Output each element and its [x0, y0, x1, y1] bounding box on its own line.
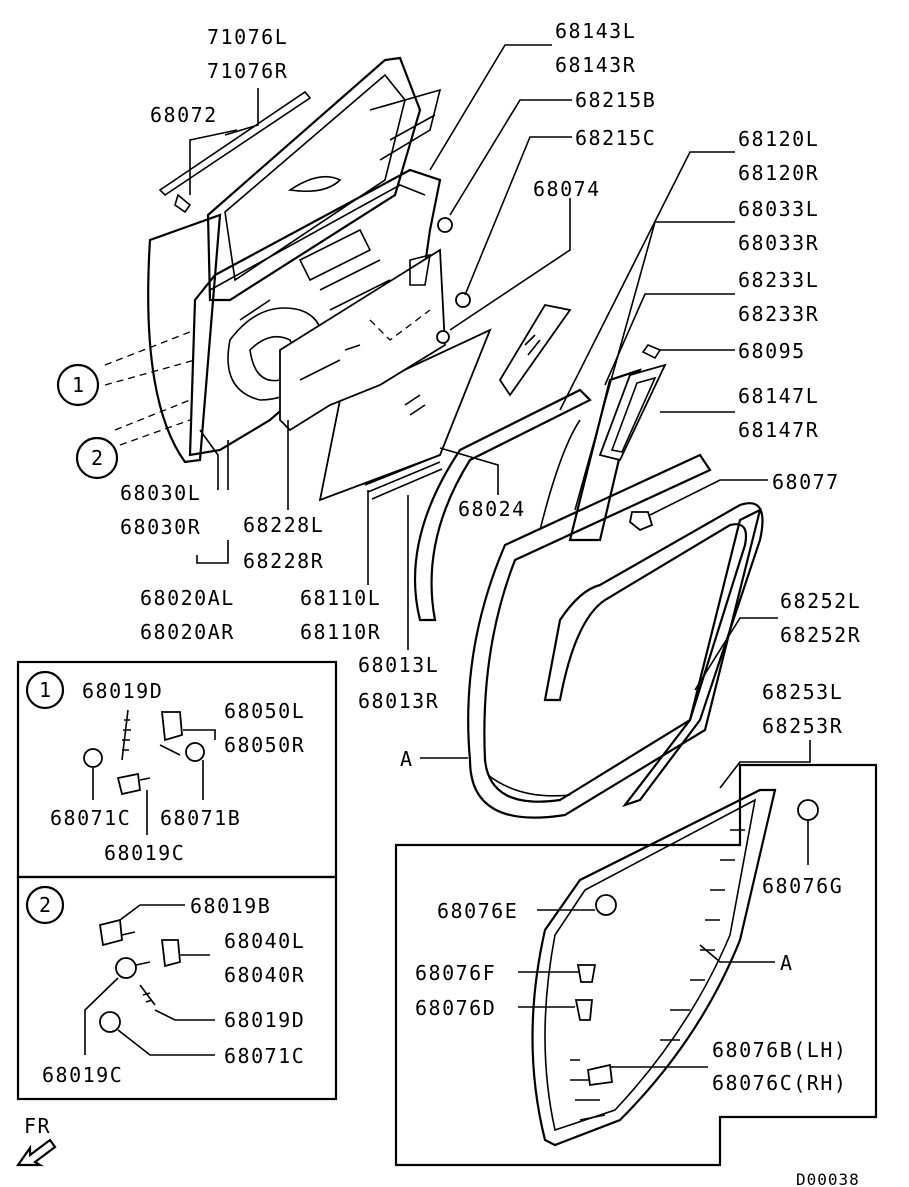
- inset-box: [394, 763, 878, 1167]
- diagram-code: D00038: [796, 1170, 860, 1187]
- label-68033l: 68033L: [738, 197, 819, 221]
- label-68033r: 68033R: [738, 231, 819, 255]
- label-68120l: 68120L: [738, 127, 819, 151]
- front-arrow-icon: [15, 1138, 57, 1167]
- clip-68215b: [455, 292, 471, 308]
- bolt-68077: [629, 511, 654, 532]
- label-68120r: 68120R: [738, 161, 819, 185]
- callout-circle-2: [75, 436, 119, 480]
- label-68252l: 68252L: [780, 589, 861, 613]
- label-68110l: 68110L: [300, 586, 381, 610]
- label-68072: 68072: [150, 103, 218, 127]
- box2-callout-text: 2: [39, 893, 53, 917]
- label-68228r: 68228R: [243, 549, 324, 573]
- box1-callout-text: 1: [39, 678, 53, 702]
- rear-quarter-glass: [598, 363, 667, 462]
- label-68076g: 68076G: [762, 874, 843, 898]
- label-b2-68071c: 68071C: [224, 1044, 305, 1068]
- label-68147l: 68147L: [738, 384, 819, 408]
- label-68228l: 68228L: [243, 513, 324, 537]
- front-label: FR: [24, 1114, 51, 1138]
- label-68253l: 68253L: [762, 680, 843, 704]
- label-68076e: 68076E: [437, 899, 518, 923]
- label-b1-68019d: 68019D: [82, 679, 163, 703]
- callout-2-text: 2: [91, 446, 105, 470]
- label-68076b-lh: 68076B(LH): [712, 1038, 847, 1062]
- trim-panel-inset: [531, 788, 777, 1147]
- detail-2-parts: [84, 904, 215, 1056]
- callout-circle-1: [56, 363, 100, 407]
- label-71076r: 71076R: [207, 59, 288, 83]
- box2-callout-circle: [25, 885, 65, 925]
- label-71076l: 71076L: [207, 25, 288, 49]
- label-b1-68050l: 68050L: [224, 699, 305, 723]
- label-68030r: 68030R: [120, 515, 201, 539]
- label-b1-68019c: 68019C: [104, 841, 185, 865]
- weatherstrip-68253: [543, 502, 764, 808]
- leader-lines: [189, 44, 811, 1081]
- label-68013l: 68013L: [358, 653, 439, 677]
- glass-run-channel: [414, 388, 592, 622]
- label-68077: 68077: [772, 470, 840, 494]
- label-68076d: 68076D: [415, 996, 496, 1020]
- label-b2-68019d: 68019D: [224, 1008, 305, 1032]
- label-b2-68040l: 68040L: [224, 929, 305, 953]
- label-68020al: 68020AL: [140, 586, 235, 610]
- label-68076f: 68076F: [415, 961, 496, 985]
- door-panel-drawing: [104, 56, 492, 502]
- clip-68076d: [574, 999, 593, 1021]
- label-68233r: 68233R: [738, 302, 819, 326]
- label-68110r: 68110R: [300, 620, 381, 644]
- clip-68076f: [576, 964, 597, 983]
- label-b2-68019c: 68019C: [42, 1063, 123, 1087]
- label-68030l: 68030L: [120, 481, 201, 505]
- weatherstrip-68252: [467, 453, 762, 819]
- label-b1-68071b: 68071B: [160, 806, 241, 830]
- label-68215b: 68215B: [575, 88, 656, 112]
- quarter-glass: [498, 303, 572, 397]
- clip-68076e: [595, 894, 617, 916]
- label-68020ar: 68020AR: [140, 620, 235, 644]
- label-b1-68050r: 68050R: [224, 733, 305, 757]
- clip-68076b: [586, 1063, 613, 1087]
- box1-callout-circle: [25, 670, 65, 710]
- label-68095: 68095: [738, 339, 806, 363]
- label-68147r: 68147R: [738, 418, 819, 442]
- label-68233l: 68233L: [738, 268, 819, 292]
- callout-1-text: 1: [72, 373, 86, 397]
- label-68253r: 68253R: [762, 714, 843, 738]
- clip-68143: [437, 217, 453, 233]
- label-a-left: A: [400, 747, 414, 771]
- label-68024: 68024: [458, 497, 526, 521]
- label-b2-68040r: 68040R: [224, 963, 305, 987]
- label-68143r: 68143R: [555, 53, 636, 77]
- clip-68215c: [436, 330, 450, 344]
- label-68215c: 68215C: [575, 126, 656, 150]
- label-a-right: A: [780, 951, 794, 975]
- label-b2-68019b: 68019B: [190, 894, 271, 918]
- detail-box-2: [16, 875, 338, 1101]
- detail-1-parts: [83, 709, 216, 835]
- label-68076c-rh: 68076C(RH): [712, 1071, 847, 1095]
- clip-68076g: [797, 799, 819, 821]
- label-68143l: 68143L: [555, 19, 636, 43]
- label-b1-68071c: 68071C: [50, 806, 131, 830]
- label-68013r: 68013R: [358, 689, 439, 713]
- label-68252r: 68252R: [780, 623, 861, 647]
- label-68074: 68074: [533, 177, 601, 201]
